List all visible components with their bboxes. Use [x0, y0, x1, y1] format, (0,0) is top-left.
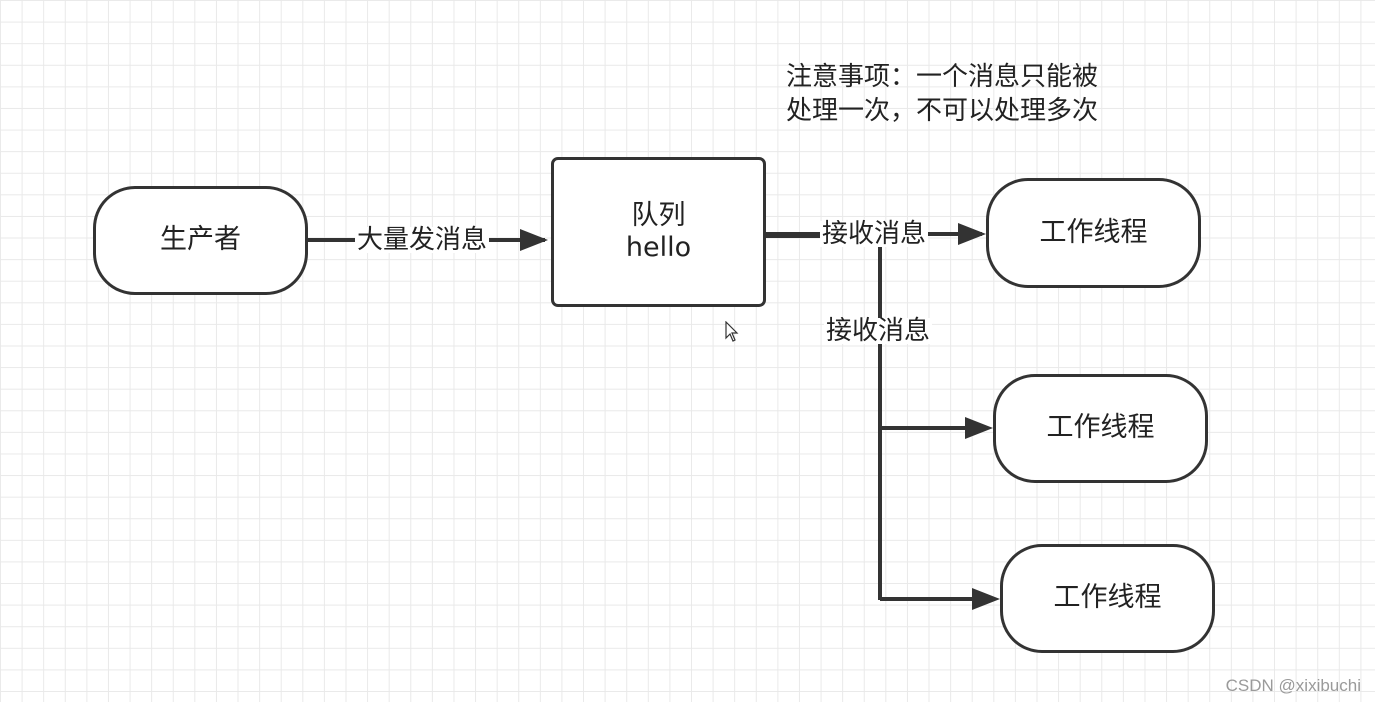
send-edge-label: 大量发消息 [355, 225, 490, 255]
note-text: 注意事项：一个消息只能被 处理一次，不可以处理多次 [786, 60, 1098, 128]
note-line-1: 注意事项：一个消息只能被 [786, 62, 1099, 92]
worker-node-2[interactable]: 工作线程 [993, 374, 1208, 483]
edge-trunk [766, 234, 882, 600]
queue-hello-label: hello [625, 232, 692, 263]
worker-node-3[interactable]: 工作线程 [1000, 544, 1215, 653]
worker-label: 工作线程 [1046, 412, 1155, 444]
queue-node[interactable]: 队列 hello [551, 157, 766, 307]
receive-edge-label-2: 接收消息 [824, 316, 933, 346]
queue-name-label: 队列 [631, 199, 686, 231]
producer-node[interactable]: 生产者 [93, 186, 308, 295]
arrowhead-worker-2 [965, 417, 993, 439]
watermark: CSDN @xixibuchi [1225, 676, 1361, 695]
arrowhead-worker-1 [958, 223, 986, 245]
worker-node-1[interactable]: 工作线程 [986, 178, 1201, 288]
arrowhead-queue [520, 229, 548, 251]
note-line-2: 处理一次，不可以处理多次 [786, 96, 1099, 126]
mouse-cursor-icon [725, 321, 739, 342]
receive-edge-label-1: 接收消息 [820, 219, 929, 249]
arrowhead-worker-3 [972, 588, 1000, 610]
producer-label: 生产者 [160, 224, 241, 256]
worker-label: 工作线程 [1039, 216, 1148, 248]
worker-label: 工作线程 [1053, 582, 1162, 614]
